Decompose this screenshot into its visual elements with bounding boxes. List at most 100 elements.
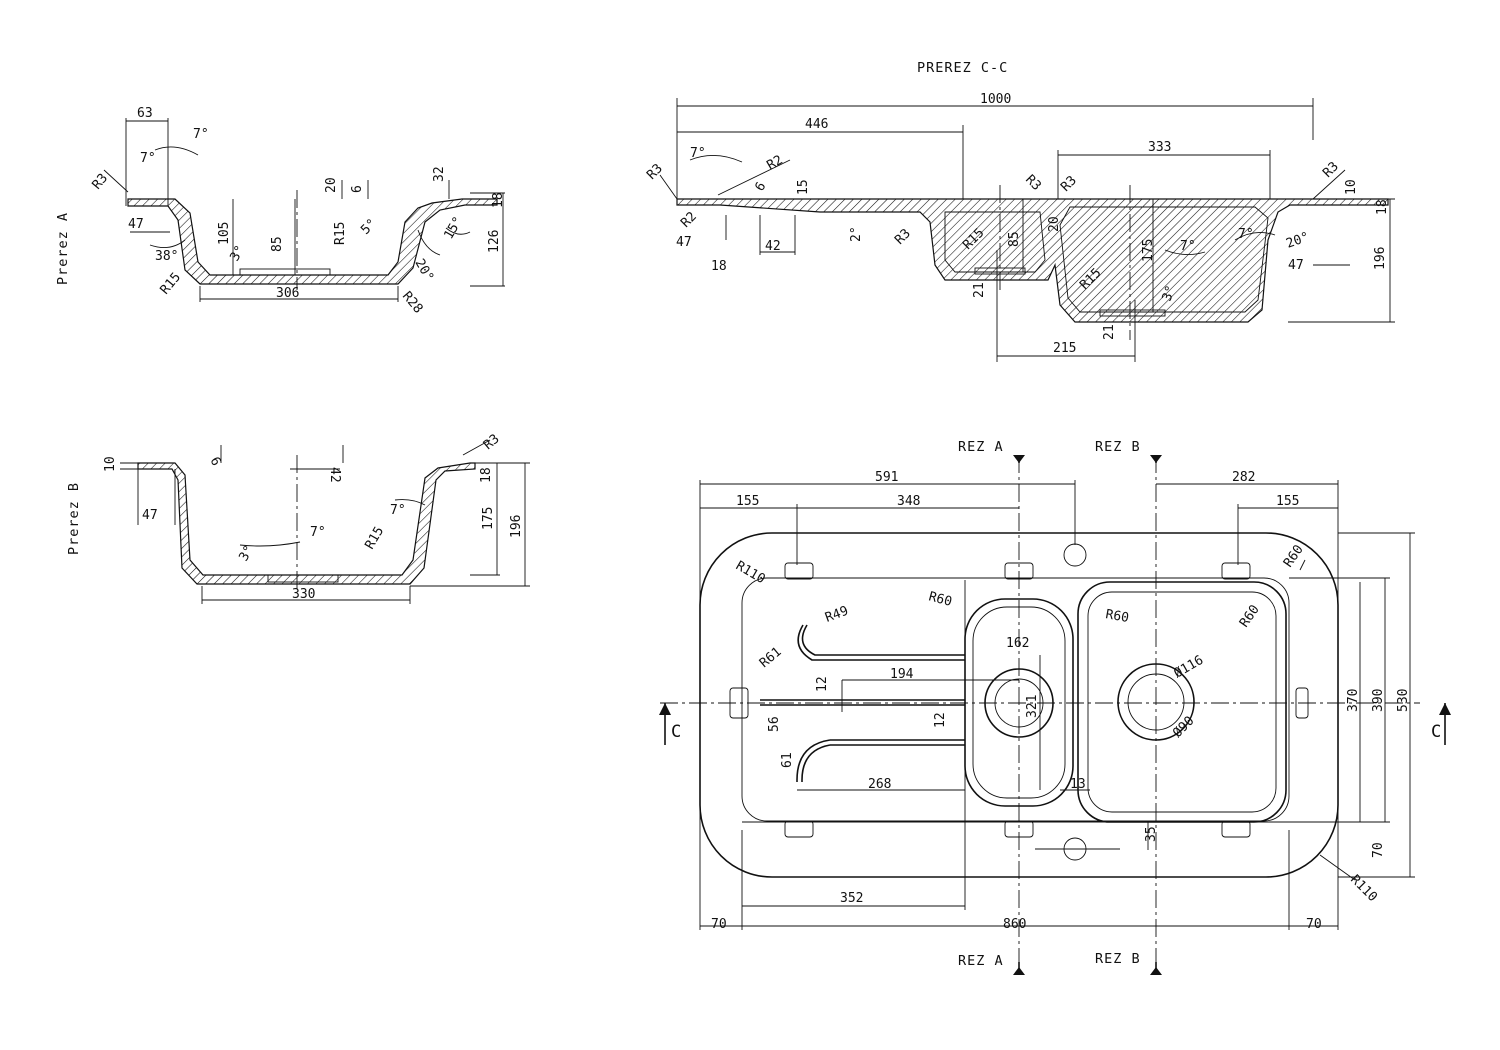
dim-label: R3	[90, 171, 112, 193]
cut-label-rez-b-bottom: REZ B	[1095, 951, 1141, 967]
dim-label: 32	[432, 166, 447, 182]
dim-label: 47	[1288, 258, 1304, 273]
dim-label: 6	[350, 185, 365, 193]
section-c: PREREZ C-C	[659, 60, 1395, 362]
dim-label: R28	[399, 289, 426, 317]
dim-label: 105	[217, 222, 232, 245]
dim-label: 38°	[155, 249, 178, 264]
dim-label: 47	[142, 508, 158, 523]
dim-label: 7°	[193, 127, 209, 142]
dim-label: 7°	[1238, 227, 1254, 242]
cut-label-rez-a-top: REZ A	[958, 439, 1004, 455]
plan-view	[659, 455, 1451, 975]
dim-label: R49	[823, 604, 850, 626]
dim-label: R3	[892, 226, 914, 248]
dim-label: 2°	[849, 226, 864, 242]
dim-label: 21	[972, 282, 987, 298]
dim-label: 47	[128, 217, 144, 232]
dim-label: 18	[711, 259, 727, 274]
dim-label: R15	[158, 270, 185, 298]
dim-label: 5°	[358, 216, 380, 238]
dim-label: 196	[509, 515, 524, 538]
dim-label: Ø90	[1170, 714, 1197, 741]
dim-label: 348	[897, 494, 920, 509]
dim-label: 42	[765, 239, 781, 254]
dim-label: 15°	[441, 214, 466, 242]
cut-label-c-left: C	[671, 722, 682, 742]
section-b-profile	[137, 462, 476, 585]
dim-label: 3°	[227, 243, 248, 264]
dim-label: 13	[1070, 777, 1086, 792]
dim-label: 162	[1006, 636, 1029, 651]
dim-label: 18	[491, 192, 506, 208]
dim-label: 126	[487, 230, 502, 253]
section-b-dim-labels: R3 10 6 42 18 47 175 196 7° 7° 3° R15 33…	[103, 432, 524, 602]
dim-label: 56	[767, 716, 782, 732]
dim-label: 333	[1148, 140, 1171, 155]
plan-cut-labels: REZ A REZ B REZ A REZ B C C	[671, 439, 1442, 969]
dim-label: 21	[1102, 324, 1117, 340]
dim-label: 85	[1007, 231, 1022, 247]
dim-label: 42	[327, 467, 342, 483]
dim-label: 3°	[1160, 284, 1179, 304]
cut-label-c-right: C	[1431, 722, 1442, 742]
dim-label: 860	[1003, 917, 1026, 932]
section-a-dim-labels: 63 7° 7° R3 20 6 32 47 105 85 5° R15 15°…	[90, 106, 506, 317]
dim-label: 85	[270, 236, 285, 252]
section-c-title: PREREZ C-C	[917, 60, 1008, 76]
dim-label: 70	[1306, 917, 1322, 932]
dim-label: 268	[868, 777, 891, 792]
section-b: Prerez B	[66, 439, 530, 604]
dim-label: 63	[137, 106, 153, 121]
dim-label: 1000	[980, 92, 1011, 107]
dim-label: 175	[481, 507, 496, 530]
dim-label: 12	[815, 676, 830, 692]
dim-label: R60	[1237, 602, 1263, 630]
dim-label: 530	[1396, 689, 1411, 712]
dim-label: 330	[292, 587, 315, 602]
dim-label: 70	[711, 917, 727, 932]
dim-label: 12	[933, 712, 948, 728]
dim-label: 35	[1144, 826, 1159, 842]
dim-label: 215	[1053, 341, 1076, 356]
dim-label: 47	[676, 235, 692, 250]
dim-label: 10	[1344, 179, 1359, 195]
dim-label: R15	[333, 222, 348, 245]
dim-label: 390	[1371, 689, 1386, 712]
dim-label: 10	[103, 456, 118, 472]
dim-label: 20°	[1284, 230, 1311, 252]
cut-label-rez-a-bottom: REZ A	[958, 953, 1004, 969]
dim-label: R2	[678, 209, 700, 231]
dim-label: R61	[757, 644, 785, 671]
dim-label: 7°	[1180, 239, 1196, 254]
plan-dim-labels: 591 155 348 282 155 R110 R60 R60 R60 R60…	[711, 470, 1411, 932]
dim-label: 70	[1371, 842, 1386, 858]
dim-label: R110	[733, 558, 768, 587]
dim-label: 282	[1232, 470, 1255, 485]
dim-label: 196	[1373, 247, 1388, 270]
dim-label: 194	[890, 667, 914, 682]
section-a: Prerez A	[55, 118, 505, 302]
dim-label: 321	[1025, 695, 1040, 718]
large-bowl	[1077, 581, 1287, 823]
dim-label: 7°	[690, 146, 706, 161]
dim-label: R15	[362, 524, 387, 552]
dim-label: R2	[765, 153, 786, 174]
section-a-profile	[127, 198, 498, 285]
dim-label: 591	[875, 470, 898, 485]
dim-label: 7°	[310, 525, 326, 540]
cut-label-rez-b-top: REZ B	[1095, 439, 1141, 455]
dim-label: R3	[1022, 172, 1044, 194]
dim-label: R60	[1104, 607, 1130, 626]
dim-label: 352	[840, 891, 863, 906]
dim-label: 6	[752, 180, 769, 194]
dim-label: R3	[481, 432, 503, 454]
dim-label: 6	[207, 455, 224, 469]
dim-label: R3	[1058, 173, 1080, 195]
dim-label: 3°	[236, 543, 257, 564]
dim-label: R3	[1320, 159, 1342, 181]
dim-label: 61	[780, 752, 795, 768]
dim-label: 7°	[140, 151, 156, 166]
dim-label: 175	[1141, 239, 1156, 262]
